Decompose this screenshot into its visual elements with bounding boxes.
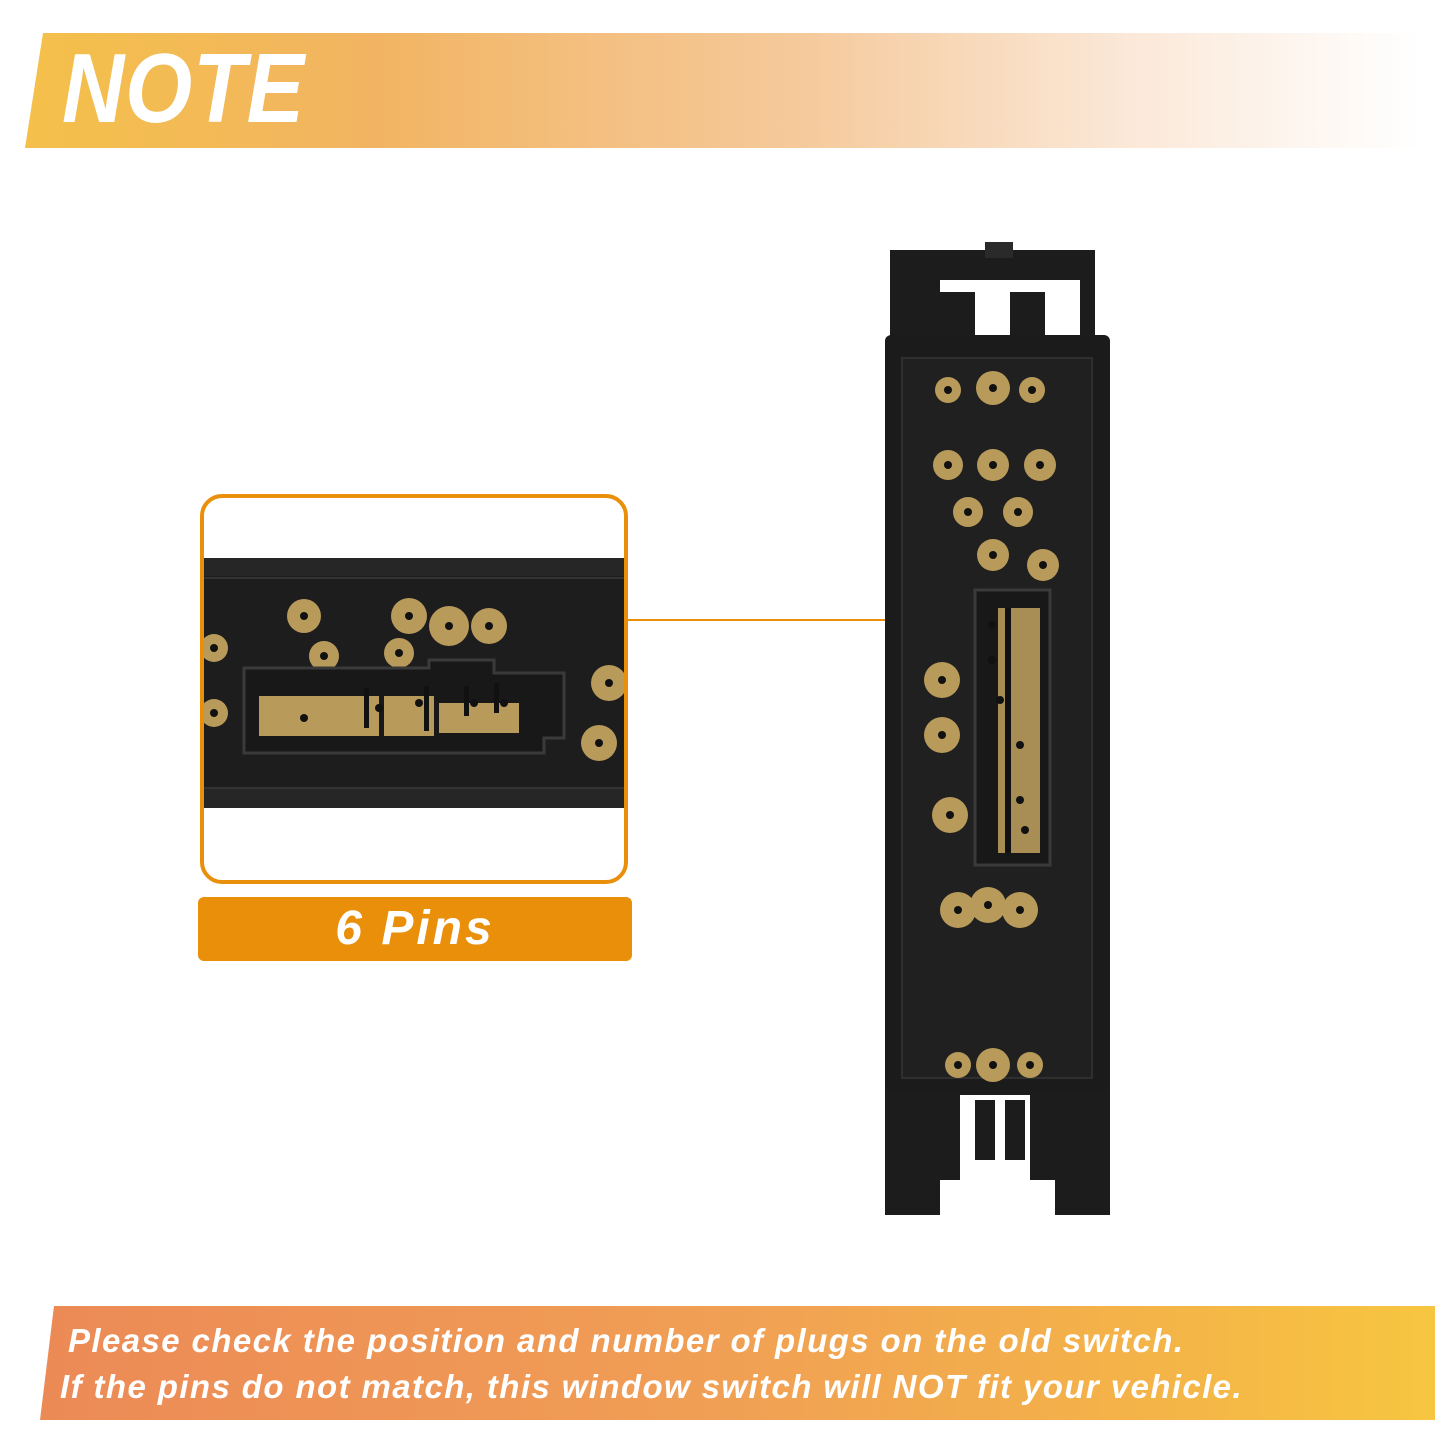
- warning-line-2: If the pins do not match, this window sw…: [60, 1368, 1243, 1405]
- zoom-detail-frame: [200, 494, 628, 884]
- note-title: NOTE: [62, 33, 306, 143]
- note-banner: [25, 33, 1420, 148]
- compatibility-warning: Please check the position and number of …: [60, 1318, 1430, 1410]
- bottom-banner: [40, 1306, 1435, 1420]
- warning-line-1: Please check the position and number of …: [68, 1322, 1185, 1359]
- pins-count-label: 6 Pins: [198, 897, 632, 961]
- callout-line: [628, 619, 965, 621]
- connector-closeup-image: [204, 558, 624, 808]
- window-switch-image: [885, 242, 1110, 1215]
